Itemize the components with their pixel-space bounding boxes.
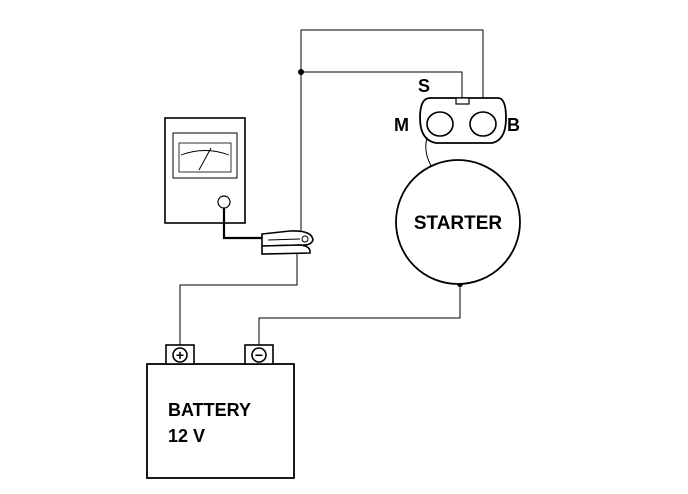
starter-motor: [395, 159, 521, 285]
terminal-b-post: [469, 111, 497, 137]
clamp-jaw-lower: [261, 244, 311, 255]
wire-junction-to-s: [301, 71, 463, 98]
wire-clamp-to-battery-positive: [179, 250, 298, 345]
battery-negative-symbol: −: [255, 347, 263, 363]
starter-label: STARTER: [414, 213, 503, 234]
positive-terminal-icon: [172, 347, 188, 363]
meter: [164, 117, 262, 240]
meter-window: [178, 142, 232, 173]
meter-lead: [222, 208, 262, 240]
terminal-m-post: [426, 111, 454, 137]
meter-scale: [180, 150, 230, 156]
wire-junction-to-b: [300, 29, 484, 104]
battery-case: [146, 363, 295, 479]
terminal-m-label: M: [394, 115, 409, 135]
battery: [146, 344, 295, 479]
starter-solenoid: [419, 97, 507, 144]
terminal-b-label: B: [507, 115, 520, 135]
terminal-s-label: S: [418, 76, 430, 96]
battery-positive-symbol: +: [176, 347, 184, 363]
clamp-pivot: [301, 235, 309, 243]
negative-terminal-icon: [251, 347, 267, 363]
junction-dot: [298, 69, 304, 75]
wire-starter-to-battery-negative: [258, 284, 461, 345]
battery-voltage-label: 12 V: [168, 426, 205, 446]
battery-label: BATTERY: [168, 400, 251, 420]
clamp-grip-line: [267, 238, 301, 241]
clamp-probe: [261, 230, 314, 255]
meter-knob: [217, 195, 231, 209]
terminal-s-post: [455, 97, 470, 105]
meter-needle: [198, 147, 212, 171]
